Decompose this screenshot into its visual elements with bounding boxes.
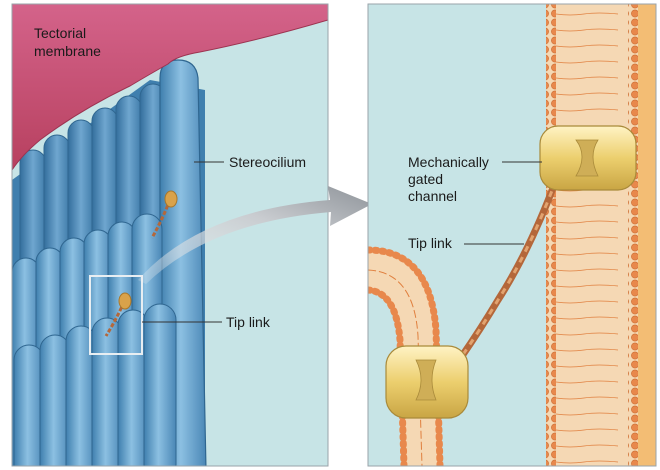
tectorial-membrane-label: Tectorial	[34, 25, 86, 41]
vertical-membrane	[546, 4, 638, 466]
mechanically-gated-channel-lower	[386, 346, 468, 418]
channel-label-1: Mechanically	[408, 154, 489, 170]
mechanically-gated-channel-upper	[540, 126, 636, 190]
channel-label-2: gated	[408, 171, 443, 187]
tectorial-membrane-label-2: membrane	[34, 43, 101, 59]
left-panel	[12, 4, 328, 470]
channel-label-3: channel	[408, 188, 457, 204]
tip-link-left-label: Tip link	[226, 314, 271, 330]
stereocilium-label: Stereocilium	[229, 154, 306, 170]
tip-link-right-label: Tip link	[408, 235, 453, 251]
